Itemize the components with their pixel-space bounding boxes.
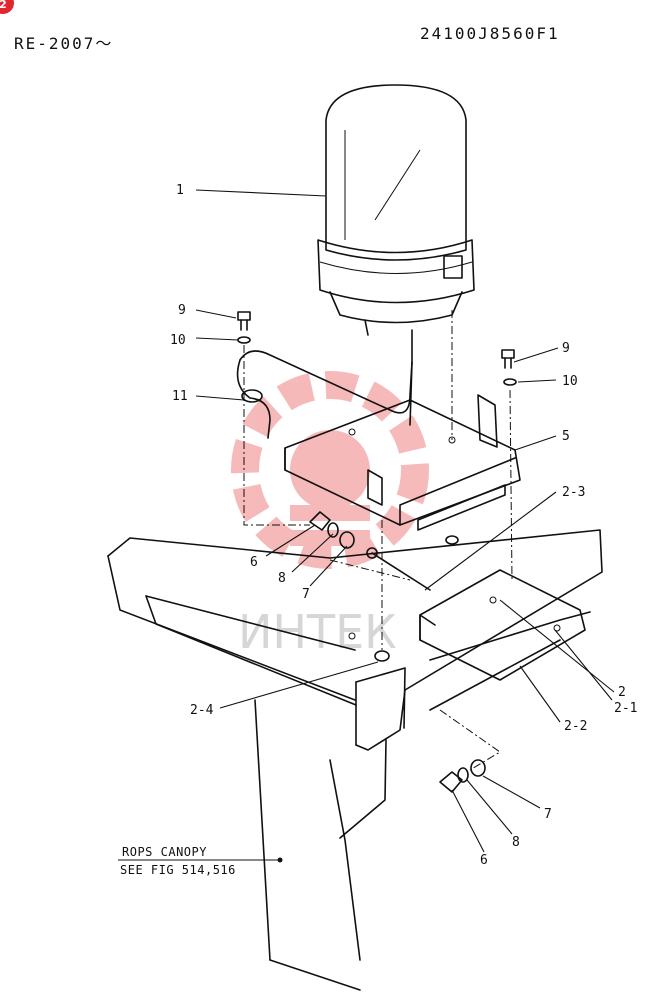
callout-9-left: 9 [178, 303, 186, 318]
model-range: RE-2007～ [14, 34, 114, 53]
bolt-right [501, 349, 517, 386]
rotating-beacon [317, 84, 475, 426]
callout-2: 2 [618, 685, 626, 700]
watermark-text: ИНТЕК [238, 605, 397, 659]
callout-2-1: 2-1 [614, 701, 637, 716]
watermark-logo [231, 371, 429, 569]
callout-2-3: 2-3 [562, 485, 585, 500]
callout-10-right: 10 [562, 374, 578, 389]
callout-11: 11 [172, 389, 188, 404]
part-number: 24100J8560F1 [420, 24, 560, 43]
rops-canopy-frame [107, 529, 603, 991]
callout-8-lower: 8 [512, 835, 520, 850]
callout-2-4: 2-4 [190, 703, 214, 718]
assembly-lines [243, 310, 513, 771]
callout-9-right: 9 [562, 341, 570, 356]
fitting-upper [309, 511, 459, 549]
note-rops-canopy: ROPS CANOPY [122, 845, 207, 859]
callout-7-lower: 7 [544, 807, 552, 822]
bolt-left [237, 311, 251, 344]
callout-2-2: 2-2 [564, 719, 587, 734]
callout-8-upper: 8 [278, 571, 286, 586]
cable-harness [236, 350, 413, 439]
callout-6-lower: 6 [480, 853, 488, 868]
callout-5: 5 [562, 429, 570, 444]
note-dot [277, 857, 283, 863]
leader-lines [118, 189, 615, 861]
callout-6-upper: 6 [250, 555, 258, 570]
callout-10-left: 10 [170, 333, 186, 348]
page-badge: 2 [0, 0, 14, 14]
callout-1: 1 [176, 183, 184, 198]
callout-7-upper: 7 [302, 587, 310, 602]
fitting-lower [439, 759, 486, 793]
note-see-fig: SEE FIG 514,516 [120, 863, 236, 877]
